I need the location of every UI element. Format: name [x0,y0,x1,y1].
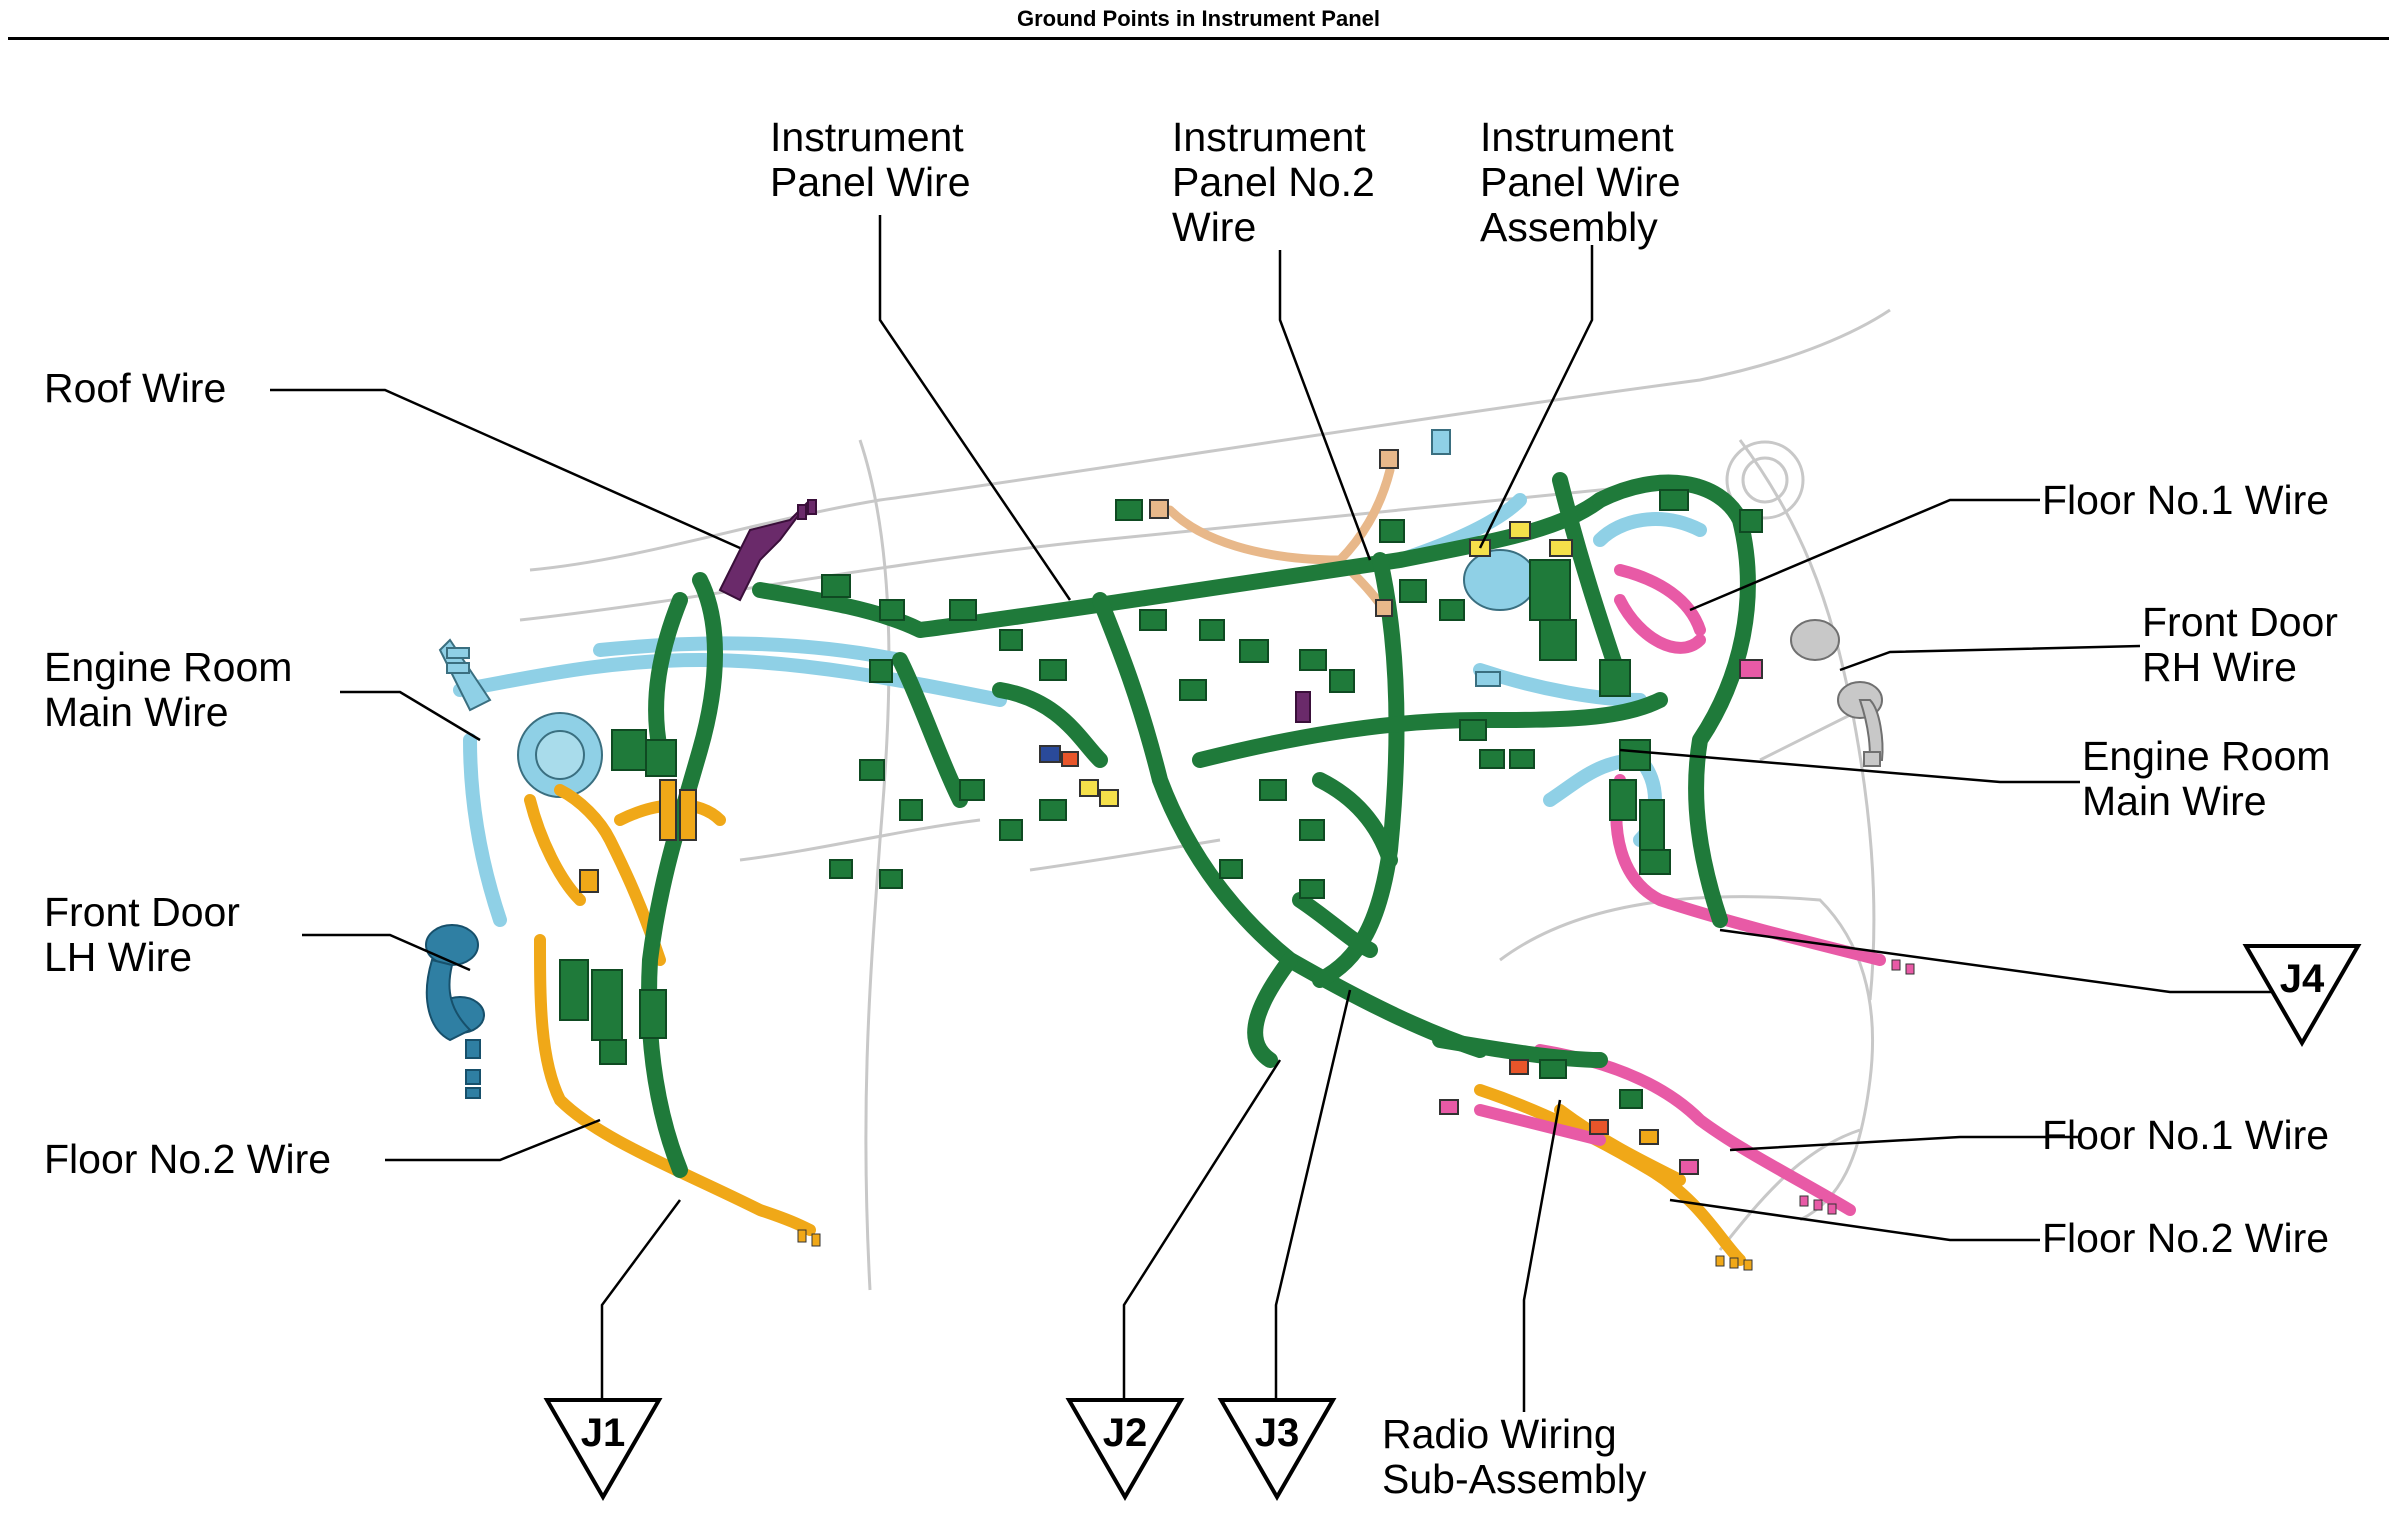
green-connectors [559,489,1763,1109]
label-instrument-panel-wire: Instrument Panel Wire [770,114,971,205]
wire-end-tabs [797,959,1915,1271]
page-title: Ground Points in Instrument Panel [1016,6,1381,31]
ground-label-j2: J2 [1103,1411,1148,1455]
ground-label-j3: J3 [1255,1411,1300,1455]
label-front-door-lh-wire: Front Door LH Wire [44,889,240,980]
leader-lines [270,215,2141,1412]
ground-point-j2: J2 [1065,1398,1185,1502]
roof-wire [718,499,1311,723]
label-floor-no2-wire-right: Floor No.2 Wire [2042,1215,2330,1261]
instrument-panel-no2-wire [1165,465,1395,625]
instrument-panel-wire [641,472,1756,1178]
ground-leaders [600,928,2296,1400]
title-rule [8,37,2389,40]
ground-label-j4: J4 [2280,957,2325,1001]
label-engine-room-main-wire-right: Engine Room Main Wire [2082,733,2331,824]
front-door-lh-wire [425,924,485,1099]
ground-point-j4: J4 [2242,944,2362,1048]
label-floor-no1-wire-bottom: Floor No.1 Wire [2042,1112,2330,1158]
floor-no2-wire [524,784,1746,1266]
label-roof-wire: Roof Wire [44,365,227,411]
dashboard-outline [519,308,1891,1291]
label-radio-wiring-sub-assembly: Radio Wiring Sub-Assembly [1382,1411,1647,1502]
engine-room-connectors [438,429,1537,798]
label-instrument-panel-wire-assembly: Instrument Panel Wire Assembly [1480,114,1681,250]
accent-connectors [579,449,1763,1175]
label-floor-no2-wire-left: Floor No.2 Wire [44,1136,332,1182]
label-front-door-rh-wire: Front Door RH Wire [2142,599,2338,690]
label-engine-room-main-wire-left: Engine Room Main Wire [44,644,293,735]
label-instrument-panel-no2-wire: Instrument Panel No.2 Wire [1172,114,1375,250]
ground-point-j1: J1 [543,1398,663,1502]
ground-point-j3: J3 [1217,1398,1337,1502]
front-door-rh-wire [1790,619,1884,767]
label-floor-no1-wire-top: Floor No.1 Wire [2042,477,2330,523]
ground-label-j1: J1 [581,1411,626,1455]
